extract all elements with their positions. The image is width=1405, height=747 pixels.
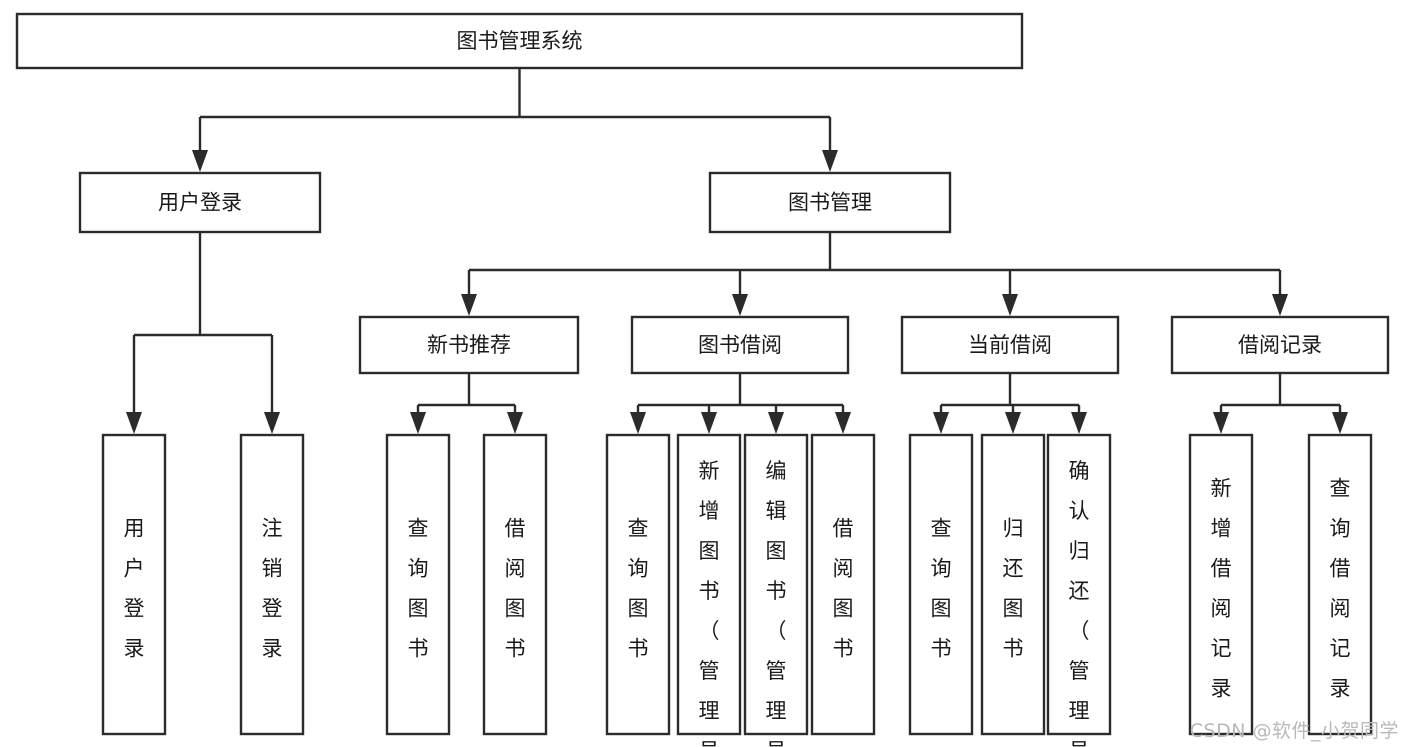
node-box[interactable] (605, 433, 671, 736)
arrow-head-icon (1272, 294, 1288, 316)
node-label: 图书借阅 (698, 333, 782, 357)
node-leaf_6[interactable]: 新增图书（管理员） (676, 433, 742, 747)
node-box[interactable] (743, 433, 809, 736)
node-box[interactable] (676, 433, 742, 736)
node-l2_1[interactable]: 用户登录 (78, 171, 322, 234)
node-label-vertical: 编辑图书（管理员） (766, 459, 787, 747)
node-leaf_3[interactable]: 查询图书 (385, 433, 451, 736)
node-l3_1[interactable]: 新书推荐 (358, 315, 580, 375)
node-leaf_13[interactable]: 查询借阅记录 (1307, 433, 1373, 736)
node-l3_2[interactable]: 图书借阅 (630, 315, 850, 375)
connector-layer (126, 68, 1348, 434)
node-label-vertical: 借阅图书 (833, 517, 854, 661)
arrow-head-icon (1213, 412, 1229, 434)
arrow-head-icon (1005, 412, 1021, 434)
node-label-vertical: 查询图书 (931, 517, 952, 661)
node-label: 当前借阅 (968, 333, 1052, 357)
node-box[interactable] (630, 315, 850, 375)
connector-group (410, 373, 523, 434)
node-box[interactable] (101, 433, 167, 736)
connector-group (461, 232, 1288, 316)
node-label-vertical: 注销登录 (262, 517, 283, 661)
node-label: 借阅记录 (1238, 333, 1322, 357)
arrow-head-icon (192, 150, 208, 172)
arrow-head-icon (701, 412, 717, 434)
node-box[interactable] (482, 433, 548, 736)
node-leaf_8[interactable]: 借阅图书 (810, 433, 876, 736)
arrow-head-icon (768, 412, 784, 434)
node-box[interactable] (1188, 433, 1254, 736)
node-box[interactable] (980, 433, 1046, 736)
arrow-head-icon (461, 294, 477, 316)
node-layer: 图书管理系统用户登录图书管理新书推荐图书借阅当前借阅借阅记录用户登录注销登录查询… (15, 12, 1390, 747)
arrow-head-icon (822, 150, 838, 172)
node-leaf_5[interactable]: 查询图书 (605, 433, 671, 736)
node-leaf_11[interactable]: 确认归还（管理员） (1046, 433, 1112, 747)
node-leaf_4[interactable]: 借阅图书 (482, 433, 548, 736)
csdn-watermark: CSDN @软件_小贺同学 (1189, 720, 1399, 742)
node-box[interactable] (708, 171, 952, 234)
node-label-vertical: 用户登录 (124, 517, 145, 661)
arrow-head-icon (126, 412, 142, 434)
connector-group (630, 373, 851, 434)
node-box[interactable] (1046, 433, 1112, 736)
arrow-head-icon (507, 412, 523, 434)
node-label: 图书管理系统 (457, 29, 583, 53)
node-label: 用户登录 (158, 191, 242, 215)
node-l3_3[interactable]: 当前借阅 (900, 315, 1120, 375)
arrow-head-icon (1332, 412, 1348, 434)
node-box[interactable] (358, 315, 580, 375)
node-label-vertical: 新增借阅记录 (1211, 477, 1232, 701)
arrow-head-icon (264, 412, 280, 434)
node-label-vertical: 查询借阅记录 (1330, 477, 1351, 701)
arrow-head-icon (630, 412, 646, 434)
node-box[interactable] (810, 433, 876, 736)
connector-group (192, 68, 838, 172)
node-box[interactable] (239, 433, 305, 736)
node-l2_2[interactable]: 图书管理 (708, 171, 952, 234)
node-leaf_7[interactable]: 编辑图书（管理员） (743, 433, 809, 747)
node-leaf_12[interactable]: 新增借阅记录 (1188, 433, 1254, 736)
node-box[interactable] (900, 315, 1120, 375)
node-leaf_10[interactable]: 归还图书 (980, 433, 1046, 736)
node-label-vertical: 新增图书（管理员） (699, 459, 720, 747)
node-label-vertical: 确认归还（管理员） (1069, 459, 1090, 747)
connector-group (126, 232, 280, 434)
node-label-vertical: 归还图书 (1003, 517, 1024, 661)
node-label-vertical: 查询图书 (408, 517, 429, 661)
node-leaf_1[interactable]: 用户登录 (101, 433, 167, 736)
node-root[interactable]: 图书管理系统 (15, 12, 1024, 70)
node-box[interactable] (1307, 433, 1373, 736)
arrow-head-icon (933, 412, 949, 434)
node-box[interactable] (385, 433, 451, 736)
arrow-head-icon (835, 412, 851, 434)
connector-group (1213, 373, 1348, 434)
connector-group (933, 373, 1087, 434)
node-label-vertical: 借阅图书 (505, 517, 526, 661)
arrow-head-icon (410, 412, 426, 434)
node-box[interactable] (1170, 315, 1390, 375)
node-l3_4[interactable]: 借阅记录 (1170, 315, 1390, 375)
arrow-head-icon (1071, 412, 1087, 434)
arrow-head-icon (1002, 294, 1018, 316)
node-box[interactable] (908, 433, 974, 736)
arrow-head-icon (732, 294, 748, 316)
node-leaf_9[interactable]: 查询图书 (908, 433, 974, 736)
node-label-vertical: 查询图书 (628, 517, 649, 661)
node-leaf_2[interactable]: 注销登录 (239, 433, 305, 736)
node-box[interactable] (15, 12, 1024, 70)
node-label: 图书管理 (788, 191, 872, 215)
node-label: 新书推荐 (427, 333, 511, 357)
node-box[interactable] (78, 171, 322, 234)
